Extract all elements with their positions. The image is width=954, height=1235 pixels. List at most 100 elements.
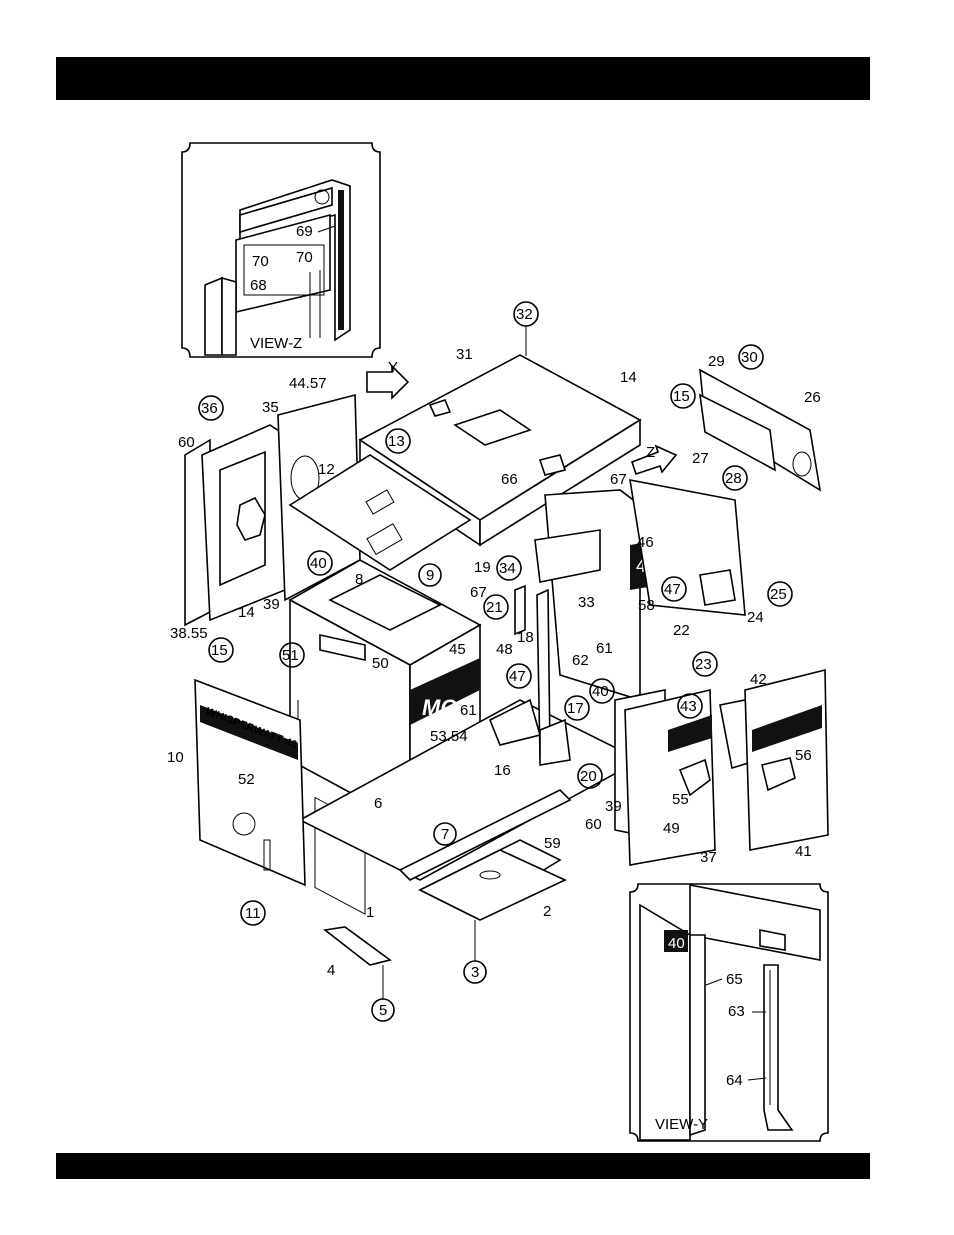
callout-33: 33 xyxy=(578,594,595,611)
svg-text:20: 20 xyxy=(580,768,597,785)
svg-text:47: 47 xyxy=(509,668,526,685)
svg-text:4: 4 xyxy=(327,962,335,979)
callout-69: 69 xyxy=(296,223,313,240)
svg-text:66: 66 xyxy=(501,471,518,488)
svg-text:45: 45 xyxy=(449,641,466,658)
svg-text:35: 35 xyxy=(262,399,279,416)
svg-text:60: 60 xyxy=(585,816,602,833)
svg-text:30: 30 xyxy=(741,349,758,366)
callout-14a: 14 xyxy=(620,369,637,386)
svg-text:70: 70 xyxy=(296,249,313,266)
svg-text:67: 67 xyxy=(470,584,487,601)
callout-37: 37 xyxy=(700,849,717,866)
callout-47b: 47 xyxy=(507,664,531,688)
svg-text:29: 29 xyxy=(708,353,725,370)
callout-15b: 15 xyxy=(209,638,233,662)
svg-text:34: 34 xyxy=(499,560,516,577)
callout-45: 45 xyxy=(449,641,466,658)
arrow-z: Z xyxy=(632,444,676,474)
svg-text:32: 32 xyxy=(516,306,533,323)
svg-text:33: 33 xyxy=(578,594,595,611)
callout-10: 10 xyxy=(167,749,184,766)
svg-text:8: 8 xyxy=(355,571,363,588)
callout-24: 24 xyxy=(747,609,764,626)
callout-16: 16 xyxy=(494,762,511,779)
callout-2: 2 xyxy=(543,903,551,920)
callout-67a: 67 xyxy=(610,471,627,488)
svg-text:13: 13 xyxy=(388,433,405,450)
callout-61b: 61 xyxy=(460,702,477,719)
callout-12: 12 xyxy=(318,461,335,478)
svg-text:56: 56 xyxy=(795,747,812,764)
arrow-y: Y xyxy=(367,359,408,398)
svg-text:Z: Z xyxy=(646,444,655,461)
svg-text:61: 61 xyxy=(460,702,477,719)
svg-text:40: 40 xyxy=(592,683,609,700)
callout-34: 34 xyxy=(497,556,521,580)
svg-text:15: 15 xyxy=(211,642,228,659)
callout-60a: 60 xyxy=(178,434,195,451)
callout-22: 22 xyxy=(673,622,690,639)
callout-41: 41 xyxy=(795,843,812,860)
mq-logo-decal: MQ xyxy=(422,695,457,720)
svg-text:14: 14 xyxy=(620,369,637,386)
svg-text:38.55: 38.55 xyxy=(170,625,208,642)
svg-text:37: 37 xyxy=(700,849,717,866)
svg-text:10: 10 xyxy=(167,749,184,766)
callout-29: 29 xyxy=(708,353,725,370)
svg-text:63: 63 xyxy=(728,1003,745,1020)
callout-8: 8 xyxy=(355,571,363,588)
callout-32: 32 xyxy=(514,302,538,356)
svg-text:60: 60 xyxy=(178,434,195,451)
svg-text:5: 5 xyxy=(379,1002,387,1019)
callout-50: 50 xyxy=(372,655,389,672)
callout-59: 59 xyxy=(544,835,561,852)
callout-42: 42 xyxy=(750,671,767,688)
svg-text:18: 18 xyxy=(517,629,534,646)
callout-58: 58 xyxy=(638,597,655,614)
svg-text:58: 58 xyxy=(638,597,655,614)
svg-text:27: 27 xyxy=(692,450,709,467)
callout-30: 30 xyxy=(739,345,763,369)
svg-text:39: 39 xyxy=(263,596,280,613)
svg-text:49: 49 xyxy=(663,820,680,837)
svg-text:14: 14 xyxy=(238,604,255,621)
svg-text:39: 39 xyxy=(605,798,622,815)
svg-text:11: 11 xyxy=(245,905,261,922)
svg-text:40: 40 xyxy=(310,555,327,572)
callout-28: 28 xyxy=(723,466,747,490)
callout-18: 18 xyxy=(517,629,534,646)
svg-text:68: 68 xyxy=(250,277,267,294)
svg-text:55: 55 xyxy=(672,791,689,808)
svg-text:17: 17 xyxy=(567,700,584,717)
svg-text:24: 24 xyxy=(747,609,764,626)
svg-text:25: 25 xyxy=(770,586,787,603)
svg-text:52: 52 xyxy=(238,771,255,788)
svg-text:21: 21 xyxy=(486,599,503,616)
view-z-label: VIEW-Z xyxy=(250,335,302,352)
svg-text:31: 31 xyxy=(456,346,473,363)
svg-text:23: 23 xyxy=(695,656,712,673)
callout-67b: 67 xyxy=(470,584,487,601)
svg-text:46: 46 xyxy=(637,534,654,551)
callout-39b: 39 xyxy=(605,798,622,815)
svg-text:48: 48 xyxy=(496,641,513,658)
callout-53-54: 53.54 xyxy=(430,728,468,745)
svg-text:3: 3 xyxy=(471,964,479,981)
callout-64: 64 xyxy=(726,1072,743,1089)
svg-text:67: 67 xyxy=(610,471,627,488)
callout-4: 4 xyxy=(327,962,335,979)
svg-text:59: 59 xyxy=(544,835,561,852)
svg-text:7: 7 xyxy=(441,826,449,843)
callout-6: 6 xyxy=(374,795,382,812)
callout-63: 63 xyxy=(728,1003,745,1020)
svg-text:16: 16 xyxy=(494,762,511,779)
svg-text:12: 12 xyxy=(318,461,335,478)
svg-text:42: 42 xyxy=(750,671,767,688)
callout-25: 25 xyxy=(768,582,792,606)
callout-14b: 14 xyxy=(238,604,255,621)
callout-21: 21 xyxy=(484,595,508,619)
callout-48: 48 xyxy=(496,641,513,658)
callout-39a: 39 xyxy=(263,596,280,613)
svg-text:44.57: 44.57 xyxy=(289,375,327,392)
